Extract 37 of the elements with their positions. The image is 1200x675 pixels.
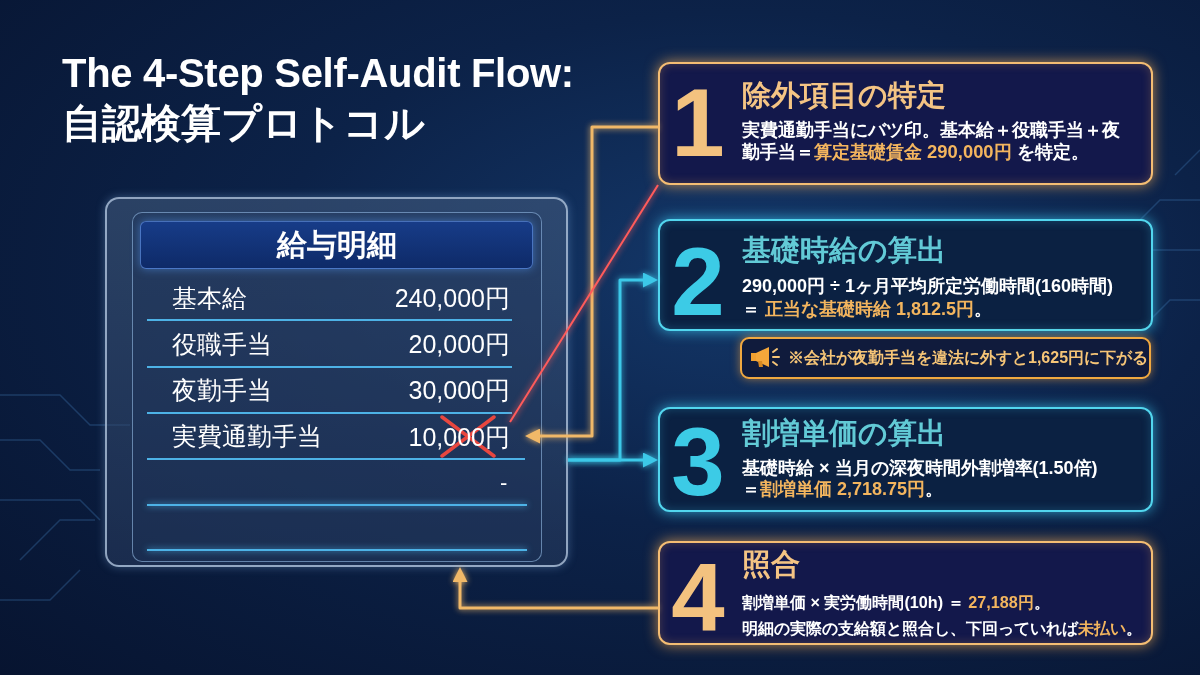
item-label: 実費通勤手当 <box>172 421 322 451</box>
arrow <box>452 567 658 610</box>
step-box <box>658 407 1153 512</box>
step-text: 実費通勤手当にバツ印。基本給＋役職手当＋夜勤手当＝算定基礎賃金 290,000円 を特定。 <box>742 119 1121 163</box>
step-heading: 割増単価の算出 <box>742 416 946 450</box>
arrow <box>525 125 658 444</box>
step-text: 基礎時給 × 当月の深夜時間外割増率(1.50倍) <box>742 458 1099 479</box>
item-label: 夜勤手当 <box>172 375 272 405</box>
payslip-panel <box>105 197 568 567</box>
step-text: ＝ 正当な基礎時給 1,812.5円。 <box>742 298 994 321</box>
step-text: 割増単価 × 実労働時間(10h) ＝ 27,188円。 <box>742 592 1051 613</box>
dash-text: - <box>500 470 508 496</box>
step-number: 4 <box>671 560 725 637</box>
step-text: 290,000円 ÷ 1ヶ月平均所定労働時間(160時間) <box>742 275 1114 298</box>
step-number: 3 <box>671 424 725 501</box>
amount-text: 240,000円 <box>394 282 510 313</box>
amount-text: 20,000円 <box>408 328 510 359</box>
step-heading: 基礎時給の算出 <box>742 233 946 267</box>
item-label: 基本給 <box>172 282 247 313</box>
step-heading: 除外項目の特定 <box>742 78 946 112</box>
amount-text: 30,000円 <box>408 375 510 405</box>
step-box <box>658 62 1153 185</box>
step-number: 2 <box>671 244 725 321</box>
payslip-row <box>147 414 525 460</box>
payslip-heading: 給与明細 <box>140 221 533 269</box>
title: The 4-Step Self-Audit Flow: 自認検算プロトコル <box>62 50 575 147</box>
step-box <box>658 541 1153 645</box>
note-box <box>740 337 1151 379</box>
note-text: ※会社が夜勤手当を違法に外すと1,625円に下がる <box>788 348 1149 368</box>
step-text: ＝割増単価 2,718.75円。 <box>742 479 945 500</box>
arrow <box>568 452 658 468</box>
step-text: 明細の実際の支給額と照合し、下回っていれば未払い。 <box>742 618 1143 639</box>
step-number: 1 <box>671 85 725 162</box>
connector-line <box>509 184 659 423</box>
item-label: 役職手当 <box>172 328 272 359</box>
step-box <box>658 219 1153 331</box>
step-heading: 照合 <box>742 547 800 581</box>
